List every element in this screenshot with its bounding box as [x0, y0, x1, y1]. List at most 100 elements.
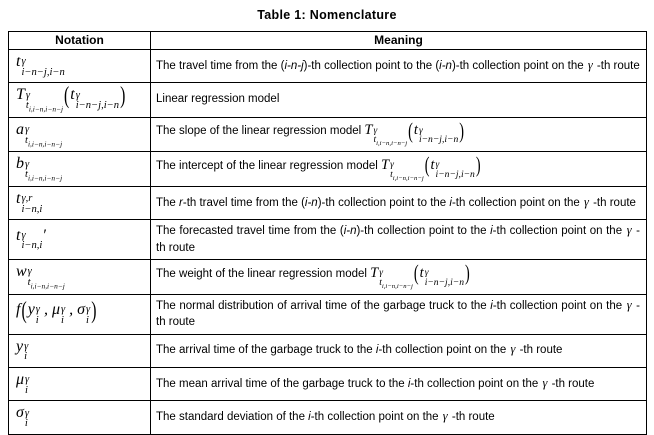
- math-superscript: γ: [373, 125, 407, 136]
- math-subscript: ti,i−n,i−n−j: [26, 100, 64, 114]
- math-superscript: γ,r: [21, 193, 42, 205]
- math-text: i,i−n,i−n−j: [28, 104, 64, 114]
- math-term: ti,i−n,i−n−j: [25, 134, 62, 148]
- meaning-variable: i: [375, 344, 379, 357]
- math-text: i: [86, 314, 89, 326]
- math-superscript: γ: [26, 90, 63, 102]
- math-base: t: [16, 189, 21, 207]
- math-base: T: [16, 86, 25, 104]
- math-text: γ: [24, 407, 30, 419]
- math-base: y: [27, 300, 35, 318]
- math-superscript: γ: [76, 90, 119, 102]
- meaning-text: -th collection point on the: [378, 344, 510, 357]
- math-subscript: i−n−j,i−n: [436, 169, 475, 180]
- math-text: i−n−j,i−n: [424, 276, 464, 288]
- math-superscript: γ: [418, 124, 458, 136]
- math-text: i,i−n,i−n−j: [27, 173, 63, 183]
- math-base: w: [16, 263, 27, 281]
- meaning-text: -th route: [156, 299, 641, 329]
- table-title: Table 1: Nomenclature: [257, 8, 397, 22]
- math-text: i−n,i: [21, 240, 43, 252]
- math-base: T: [381, 156, 390, 173]
- math-base: t: [25, 134, 28, 146]
- meaning-variable: r: [179, 196, 183, 209]
- math-term: f: [16, 301, 20, 318]
- meaning-cell: The forecasted travel time from the (i-n…: [150, 219, 647, 261]
- gamma-symbol: γ: [510, 342, 516, 357]
- math-subscript: i: [86, 314, 90, 327]
- meaning-text: )-th collection point to the: [317, 196, 450, 209]
- page: Table 1: Nomenclature Notation Meaning t…: [8, 8, 647, 435]
- math-subscript: i: [36, 315, 40, 327]
- math-subscript: i,i−n,i−n−j: [28, 173, 62, 182]
- meaning-variable: i: [490, 299, 493, 312]
- math-base: b: [16, 155, 24, 173]
- meaning-text: -th route: [548, 377, 595, 390]
- math-base: μ: [51, 300, 60, 318]
- math-superscript: γ: [24, 407, 30, 420]
- meaning-text: Linear regression model: [156, 93, 280, 106]
- meaning-text: -th route: [448, 411, 495, 424]
- math-text: γ: [390, 159, 394, 171]
- math-base: t: [16, 226, 21, 244]
- gamma-symbol: γ: [626, 223, 632, 238]
- math-text: γ: [21, 229, 26, 241]
- meaning-text: -th collection point on the: [410, 377, 542, 390]
- math-text: γ: [35, 304, 40, 316]
- meaning-cell: The intercept of the linear regression m…: [150, 151, 647, 187]
- math-text: i,i−n,i−n−j: [30, 281, 65, 291]
- math-subscript: i,i−n,i−n−j: [28, 139, 62, 148]
- math-text: γ: [418, 124, 423, 136]
- math-text: γ: [25, 124, 30, 136]
- math-subscript: i,i−n,i−n−j: [31, 281, 65, 290]
- math-subscript: ti,i−n,i−n−j: [373, 135, 407, 148]
- math-base: T: [370, 264, 379, 281]
- open-paren: (: [424, 154, 430, 179]
- math-superscript: γ: [379, 268, 413, 278]
- math-subscript: i−n,i: [21, 204, 42, 216]
- gamma-symbol: γ: [542, 375, 548, 390]
- math-text: i,i−n,i−n−j: [27, 138, 63, 148]
- math-text: i,i−n,i−n−j: [376, 140, 408, 148]
- meaning-text: -th route: [593, 59, 640, 72]
- math-text: γ,r: [21, 193, 33, 205]
- math-text: γ: [60, 304, 66, 316]
- math-superscript: γ: [60, 304, 66, 316]
